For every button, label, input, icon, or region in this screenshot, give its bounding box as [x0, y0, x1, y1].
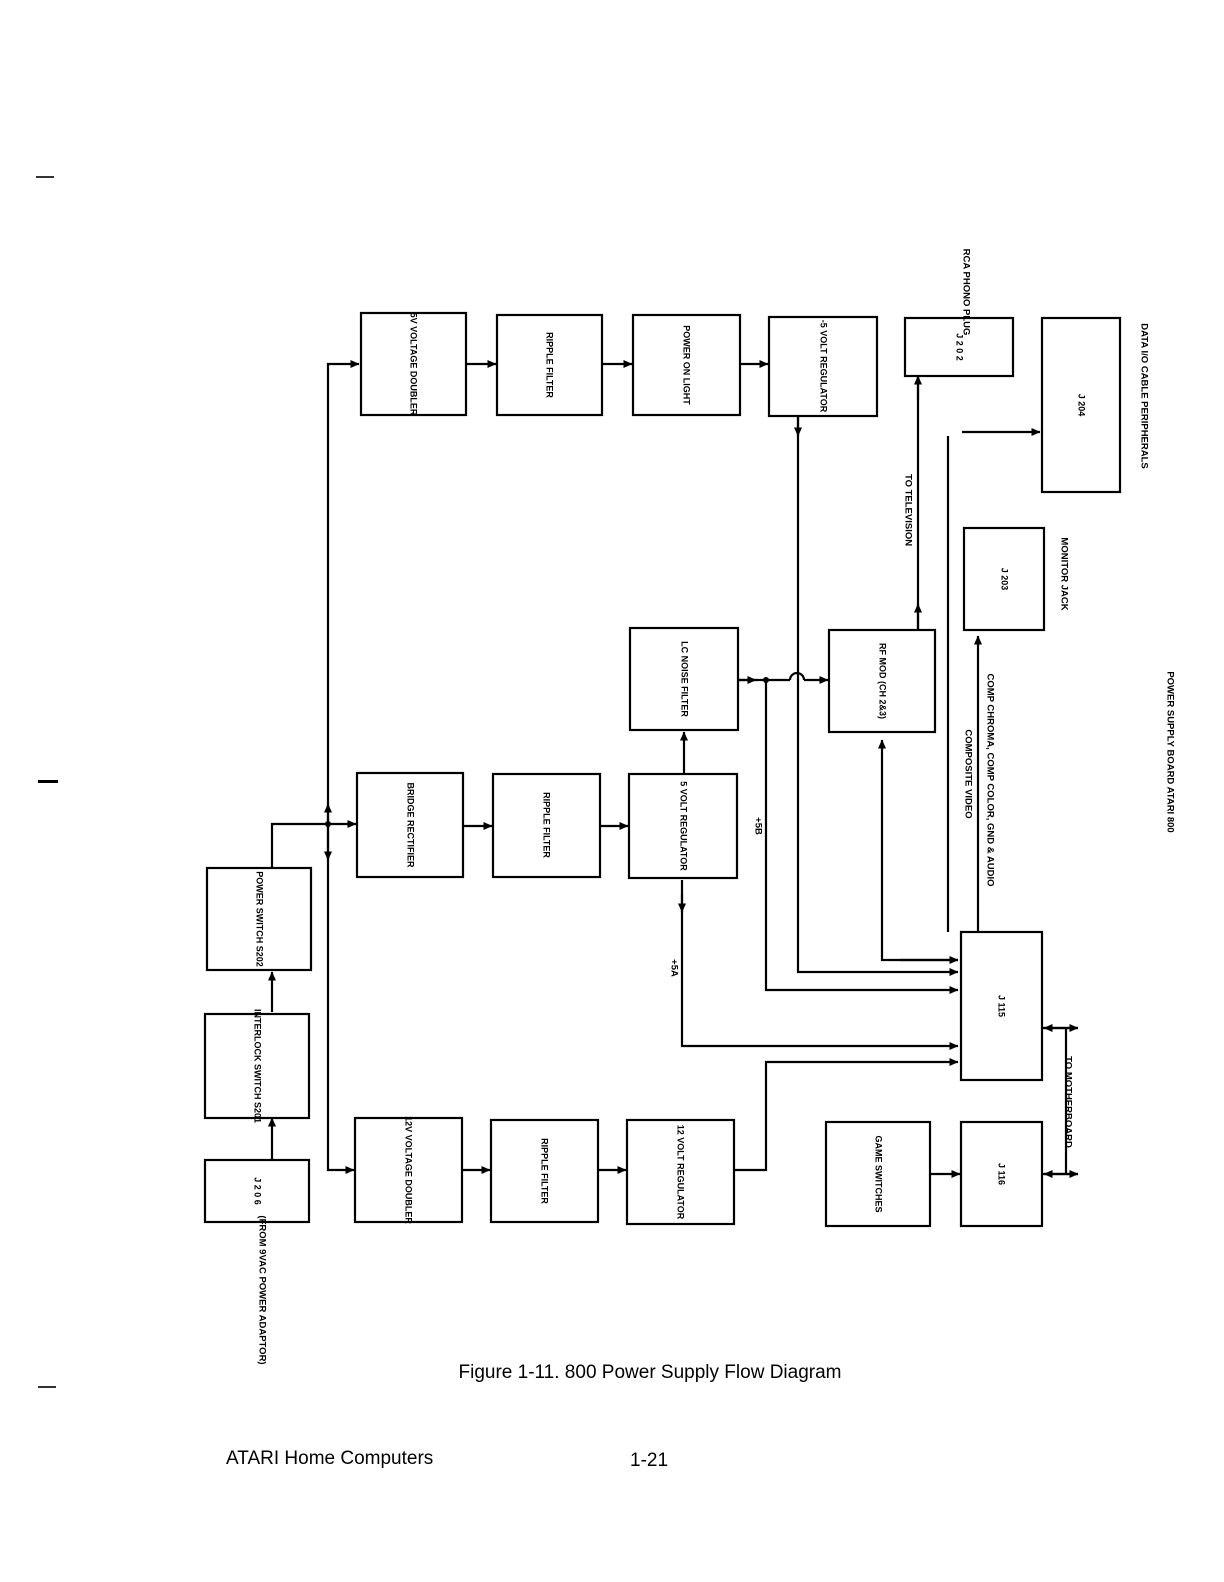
block-ripple-filter-bot: [489, 1118, 600, 1224]
label-board: POWER SUPPLY BOARD ATARI 800: [1164, 671, 1175, 832]
margin-mark: [36, 176, 54, 178]
margin-mark: [38, 1386, 56, 1388]
block-interlock-switch: [203, 1012, 311, 1120]
line-rf-j115: [878, 739, 958, 962]
label-ripple-mid: RIPPLE FILTER: [542, 792, 552, 858]
line-powerswitch-junction: [270, 822, 328, 868]
block-5v-voltage-doubler: [359, 311, 468, 417]
label-rf-mod: RF MOD (CH 2&3): [878, 643, 888, 719]
label-rca-plug: RCA PHONO PLUG: [960, 249, 971, 336]
label-j206: J 2 0 6: [253, 1177, 263, 1205]
block-power-switch: [205, 866, 313, 972]
label-ripple-bot: RIPPLE FILTER: [540, 1138, 550, 1204]
label-to-motherboard: TO MOTHERBOARD: [1062, 1056, 1073, 1148]
block-j206: [203, 1158, 311, 1224]
side-labels: (FROM 9VAC POWER ADAPTOR) RCA PHONO PLUG…: [256, 249, 1175, 1365]
block-12-volt-regulator: [625, 1118, 736, 1226]
block-5-volt-regulator: [627, 772, 739, 880]
label-to-television: TO TELEVISION: [902, 474, 913, 546]
label-bridge: BRIDGE RECTIFIER: [406, 782, 416, 868]
label-5v-doubler: 5V VOLTAGE DOUBLER: [409, 313, 419, 416]
label-neg5-reg: -5 VOLT REGULATOR: [819, 320, 829, 413]
label-lc-filter: LC NOISE FILTER: [680, 641, 690, 717]
label-power-switch: POWER SWITCH S202: [255, 871, 265, 967]
line-rf-tv: [916, 370, 924, 630]
label-12v-reg: 12 VOLT REGULATOR: [676, 1125, 686, 1220]
label-data-io: DATA I/O CABLE PERIPHERALS: [1138, 323, 1149, 469]
margin-mark: [38, 780, 58, 783]
label-plus5a: +5A: [668, 959, 679, 977]
block-j116: [959, 1120, 1044, 1228]
block-j203: [962, 526, 1046, 632]
label-ripple-top: RIPPLE FILTER: [545, 332, 555, 398]
block-ripple-filter-mid: [491, 772, 602, 879]
block-ripple-filter-top: [495, 313, 604, 417]
block-lc-noise-filter: [628, 626, 740, 732]
label-5v-reg: 5 VOLT REGULATOR: [679, 781, 689, 871]
label-j115: J 115: [997, 995, 1007, 1017]
line-trunk-up: [326, 360, 360, 824]
footer-title: ATARI Home Computers: [226, 1448, 434, 1469]
block-j115: [959, 930, 1044, 1082]
label-j202: J 2 0 2: [955, 333, 965, 361]
label-game-switches: GAME SWITCHES: [874, 1135, 884, 1212]
block-game-switches: [824, 1120, 932, 1228]
label-interlock: INTERLOCK SWITCH S201: [253, 1009, 263, 1123]
label-power-light: POWER ON LIGHT: [682, 325, 692, 405]
label-composite-video: COMPOSITE VIDEO: [962, 729, 973, 818]
line-trunk-down: [326, 824, 355, 1174]
block-j202: [903, 316, 1015, 378]
line-5a: [680, 894, 959, 1050]
label-comp-chroma: COMP CHROMA, COMP COLOR, GND & AUDIO: [984, 673, 995, 886]
label-j204: J 204: [1077, 394, 1087, 417]
label-monitor-jack: MONITOR JACK: [1058, 537, 1069, 610]
label-plus5b: +5B: [752, 817, 763, 835]
blocks: [203, 311, 1122, 1228]
block-rf-mod: [827, 628, 937, 734]
block-neg5-volt-regulator: [767, 315, 879, 418]
label-j116: J 116: [997, 1163, 1007, 1185]
block-power-on-light: [631, 313, 742, 417]
connection-lines: [268, 360, 1079, 1178]
block-j204: [1040, 316, 1122, 494]
label-j203: J 203: [1000, 568, 1010, 591]
line-neg5: [796, 416, 959, 976]
page-number: 1-21: [630, 1450, 669, 1471]
label-from-adaptor: (FROM 9VAC POWER ADAPTOR): [256, 1215, 267, 1364]
figure-caption: Figure 1-11. 800 Power Supply Flow Diagr…: [458, 1362, 842, 1383]
line-12v: [734, 1058, 959, 1172]
label-12v-doubler: 12V VOLTAGE DOUBLER: [404, 1116, 414, 1224]
block-bridge-rectifier: [355, 771, 465, 879]
block-12v-voltage-doubler: [353, 1116, 464, 1224]
block-labels: J 2 0 6 INTERLOCK SWITCH S201 POWER SWIT…: [253, 313, 1087, 1225]
line-5b: [764, 680, 959, 994]
